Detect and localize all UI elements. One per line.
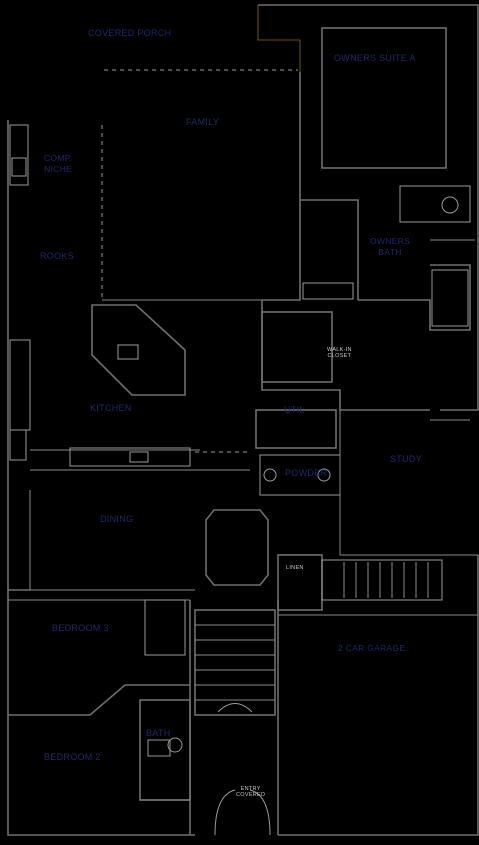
owners-suite-label: OWNERS SUITE A bbox=[334, 53, 416, 63]
rooks-label: ROOKS bbox=[40, 251, 75, 261]
bedroom-walls bbox=[8, 599, 191, 801]
powder-label: POWDER bbox=[285, 468, 328, 478]
exterior-walls bbox=[7, 4, 479, 836]
walk-in-closet-label: WALK-IN CLOSET bbox=[327, 347, 352, 359]
linen-label: LINEN bbox=[286, 565, 304, 571]
dining-label: DINING bbox=[100, 514, 134, 524]
entry-label: ENTRY COVERED bbox=[236, 786, 266, 798]
garage-walls bbox=[277, 554, 478, 616]
bedroom-2-label: BEDROOM 2 bbox=[44, 752, 101, 762]
study-walls bbox=[340, 419, 478, 556]
kitchen-label: KITCHEN bbox=[90, 403, 132, 413]
util-label: UTIL bbox=[284, 405, 305, 415]
owners-suite-walls bbox=[300, 27, 475, 331]
bedroom-3-label: BEDROOM 3 bbox=[52, 623, 109, 633]
two-car-garage-label: 2 CAR GARAGE bbox=[338, 643, 406, 653]
owners-bath-label: OWNERS BATH bbox=[370, 236, 411, 257]
bath-label: BATH bbox=[146, 728, 171, 738]
stair-hall bbox=[194, 609, 276, 716]
entry-doors bbox=[214, 789, 271, 836]
study-label: STUDY bbox=[390, 454, 423, 464]
service-walls bbox=[255, 300, 430, 555]
dining-walls bbox=[29, 490, 269, 591]
left-built-ins bbox=[9, 124, 31, 461]
comp-niche-label: COMP. NICHE bbox=[44, 153, 73, 174]
family-label: FAMILY bbox=[186, 117, 220, 127]
covered-porch-label: COVERED PORCH bbox=[88, 28, 172, 38]
family-walls bbox=[30, 125, 262, 471]
